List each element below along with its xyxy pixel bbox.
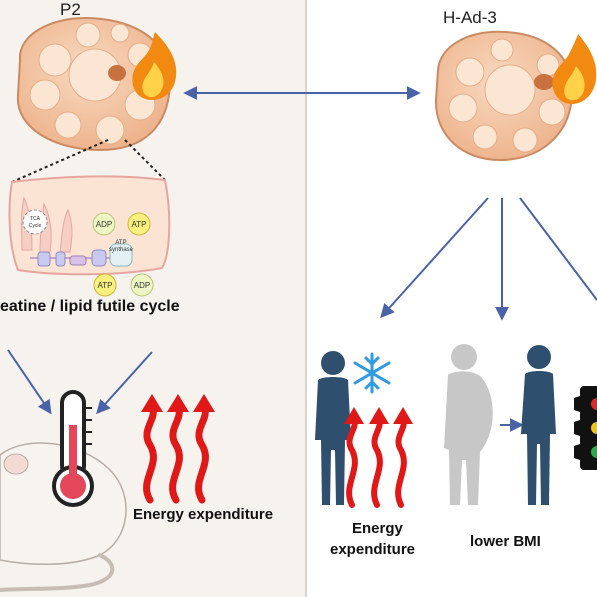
adp-bottom-label: ADP [134, 281, 150, 290]
energy-expenditure-right-label-2: expenditure [330, 541, 416, 558]
energy-expenditure-left-label: Energy expenditure [133, 506, 274, 523]
left-panel-title: P2 [60, 0, 81, 19]
brown-fat-cell-right [434, 30, 574, 162]
heat-arrowheads-right [344, 407, 413, 424]
person-icon [444, 344, 493, 505]
futile-cycle-label: eatine / lipid futile cycle [0, 298, 180, 315]
flame-icon [132, 32, 177, 100]
mitochondrion [8, 175, 171, 276]
arrow-to-thermometer-right [96, 351, 153, 415]
energy-expenditure-right-label-1: Energy [352, 520, 403, 537]
atp-bottom-label: ATP [98, 281, 113, 290]
heat-waves-right [346, 417, 407, 508]
person-icon [315, 351, 351, 505]
adp-badge-top [92, 212, 116, 236]
tca-label-2: Cycle [29, 223, 42, 229]
atp-badge-bottom [93, 273, 117, 297]
thermometer-icon [52, 390, 94, 507]
tca-cycle-icon [22, 209, 48, 235]
right-panel-title: H-Ad-3 [443, 8, 497, 27]
traffic-light-icon [574, 386, 597, 470]
heat-arrowheads-left [141, 394, 215, 412]
heat-waves-left [143, 404, 209, 504]
adp-badge-bottom [130, 273, 154, 297]
adp-top-label: ADP [96, 220, 112, 229]
atp-badge-top [127, 212, 151, 236]
person-icon [521, 345, 556, 505]
atp-synthase-label-1: ATP [115, 240, 126, 246]
flame-icon [552, 34, 597, 104]
brown-fat-cell-left [16, 16, 172, 152]
tca-label-1: TCA [30, 216, 41, 222]
arrow-to-energy [380, 197, 489, 319]
arrow-to-traffic-light [519, 197, 597, 301]
atp-synthase-label-2: synthase [109, 247, 134, 253]
atp-top-label: ATP [132, 220, 147, 229]
snowflake-icon [353, 352, 391, 394]
lower-bmi-label: lower BMI [470, 533, 541, 550]
arrow-to-thermometer-left [7, 349, 52, 415]
